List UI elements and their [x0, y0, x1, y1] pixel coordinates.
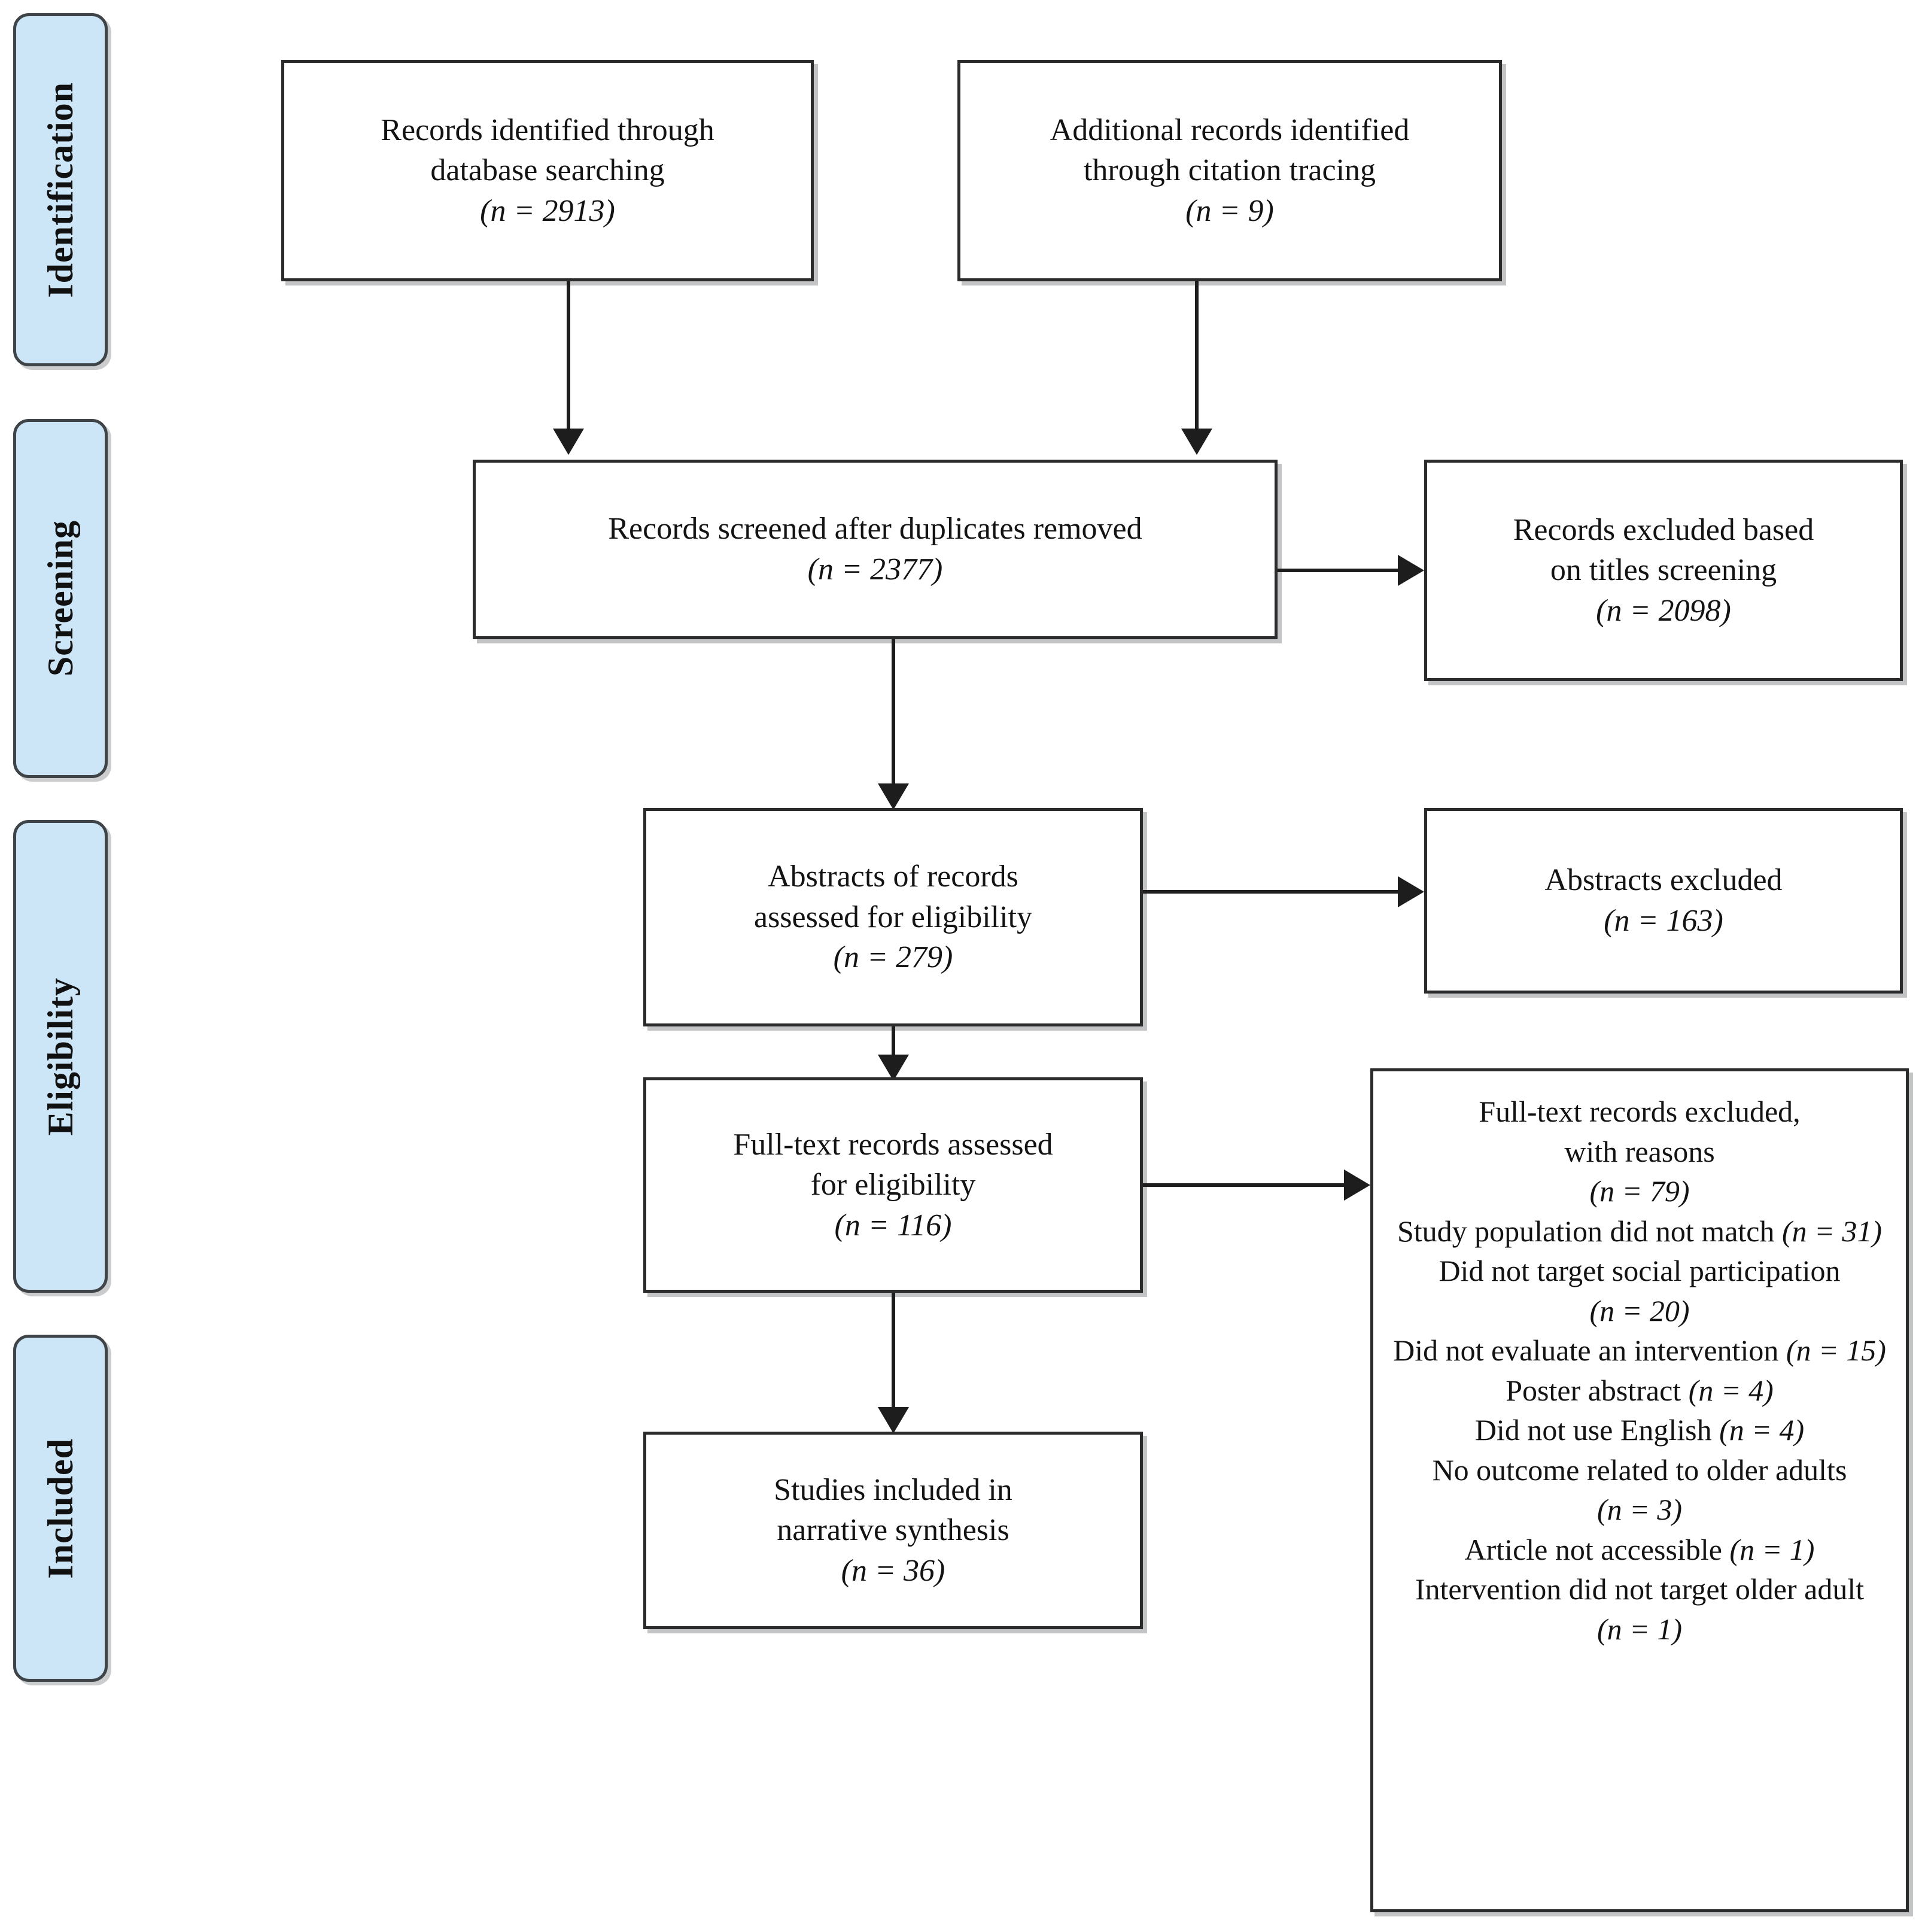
line-1: Records screened after duplicates remove…	[608, 512, 1142, 546]
box-fulltext-excluded-text: Full-text records excluded, with reasons…	[1386, 1092, 1893, 1649]
reason-item: Poster abstract (n = 4)	[1386, 1371, 1893, 1411]
reason-item: Did not use English (n = 4)	[1386, 1410, 1893, 1450]
line-2: assessed for eligibility	[753, 900, 1033, 934]
reason-item: Intervention did not target older adult …	[1386, 1569, 1893, 1649]
box-fulltext-assessed-text: Full-text records assessed for eligibili…	[733, 1125, 1053, 1246]
line-1: Abstracts of records	[768, 859, 1018, 894]
reason-count: (n = 31)	[1781, 1214, 1883, 1248]
box-records-excluded-titles-text: Records excluded based on titles screeni…	[1513, 510, 1814, 631]
reason-item: Did not evaluate an intervention (n = 15…	[1386, 1330, 1893, 1371]
box-abstracts-assessed-text: Abstracts of records assessed for eligib…	[754, 856, 1032, 978]
reason-count: (n = 15)	[1786, 1333, 1886, 1367]
connector-abstracts-to-excluded	[1143, 890, 1400, 894]
count-value: (n = 2913)	[480, 193, 615, 228]
connector-screened-to-excluded-titles	[1278, 569, 1400, 572]
reason-count: (n = 4)	[1719, 1413, 1805, 1447]
box-additional-records-citation: Additional records identified through ci…	[957, 60, 1502, 281]
line-1: Additional records identified	[1050, 113, 1410, 147]
line-2: with reasons	[1564, 1134, 1715, 1168]
reason-text: Study population did not match	[1397, 1214, 1775, 1248]
reason-count: (n = 1)	[1729, 1532, 1815, 1566]
count-value: (n = 163)	[1604, 904, 1723, 938]
line-1: Records identified through	[381, 113, 714, 147]
box-records-screened: Records screened after duplicates remove…	[473, 460, 1278, 639]
line-2: through citation tracing	[1083, 153, 1376, 188]
phase-included: Included	[13, 1335, 108, 1682]
phase-identification-label: Identification	[41, 81, 80, 298]
arrowhead-citation-to-screened	[1181, 429, 1212, 455]
arrowhead-fulltext-to-included	[878, 1407, 909, 1433]
reason-item: Study population did not match (n = 31)	[1386, 1211, 1893, 1251]
line-2: for eligibility	[810, 1168, 976, 1202]
reason-text: Article not accessible	[1464, 1532, 1722, 1566]
phase-screening: Screening	[13, 419, 108, 778]
box-abstracts-excluded-text: Abstracts excluded (n = 163)	[1544, 860, 1782, 941]
phase-screening-label: Screening	[41, 520, 80, 677]
arrowhead-db-to-screened	[553, 429, 584, 455]
line-1: Full-text records assessed	[733, 1127, 1053, 1162]
box-records-excluded-titles: Records excluded based on titles screeni…	[1424, 460, 1903, 681]
reason-count: (n = 4)	[1688, 1373, 1774, 1407]
box-records-screened-text: Records screened after duplicates remove…	[608, 509, 1142, 590]
box-studies-included: Studies included in narrative synthesis …	[643, 1432, 1143, 1629]
line-1: Full-text records excluded,	[1479, 1095, 1801, 1128]
line-1: Studies included in	[774, 1472, 1012, 1507]
reason-item: Did not target social participation (n =…	[1386, 1251, 1893, 1330]
line-2: on titles screening	[1550, 553, 1777, 588]
line-1: Abstracts excluded	[1544, 863, 1783, 898]
count-value: (n = 2098)	[1596, 593, 1731, 628]
connector-citation-to-screened	[1195, 281, 1199, 431]
count-value: (n = 9)	[1185, 193, 1274, 228]
box-fulltext-assessed: Full-text records assessed for eligibili…	[643, 1077, 1143, 1293]
count-value: (n = 79)	[1589, 1174, 1690, 1208]
arrowhead-abstracts-to-excluded	[1398, 876, 1424, 907]
connector-fulltext-to-excluded-reasons	[1143, 1183, 1346, 1187]
reason-count: (n = 20)	[1589, 1293, 1690, 1328]
line-1: Records excluded based	[1513, 512, 1814, 547]
reason-text: No outcome related to older adults	[1432, 1453, 1847, 1487]
box-abstracts-excluded: Abstracts excluded (n = 163)	[1424, 808, 1903, 994]
count-value: (n = 2377)	[807, 552, 943, 587]
reason-text: Intervention did not target older adult	[1415, 1572, 1865, 1606]
count-value: (n = 36)	[841, 1553, 945, 1588]
phase-eligibility-label: Eligibility	[41, 977, 80, 1136]
arrowhead-screened-to-excluded-titles	[1398, 555, 1424, 586]
connector-db-to-screened	[567, 281, 570, 431]
line-2: database searching	[430, 153, 665, 188]
phase-identification: Identification	[13, 13, 108, 366]
box-additional-records-citation-text: Additional records identified through ci…	[1050, 110, 1410, 232]
line-2: narrative synthesis	[777, 1513, 1009, 1548]
reason-text: Did not evaluate an intervention	[1393, 1333, 1779, 1367]
reason-count: (n = 1)	[1596, 1612, 1683, 1646]
phase-eligibility: Eligibility	[13, 820, 108, 1293]
box-records-identified-database: Records identified through database sear…	[281, 60, 814, 281]
box-abstracts-assessed: Abstracts of records assessed for eligib…	[643, 808, 1143, 1026]
reason-text: Did not target social participation	[1439, 1254, 1841, 1287]
box-studies-included-text: Studies included in narrative synthesis …	[774, 1470, 1012, 1591]
count-value: (n = 116)	[834, 1208, 952, 1243]
connector-abstracts-to-fulltext	[892, 1026, 895, 1059]
reason-item: No outcome related to older adults (n = …	[1386, 1450, 1893, 1530]
phase-included-label: Included	[41, 1438, 80, 1579]
box-records-identified-database-text: Records identified through database sear…	[381, 110, 714, 232]
connector-screened-to-abstracts	[892, 639, 895, 786]
arrowhead-abstracts-to-fulltext	[878, 1055, 909, 1081]
connector-fulltext-to-included	[892, 1293, 895, 1409]
arrowhead-screened-to-abstracts	[878, 783, 909, 810]
box-fulltext-excluded-with-reasons: Full-text records excluded, with reasons…	[1370, 1068, 1909, 1912]
reason-count: (n = 3)	[1596, 1493, 1683, 1526]
arrowhead-fulltext-to-excluded-reasons	[1344, 1169, 1370, 1201]
reason-text: Poster abstract	[1506, 1373, 1681, 1407]
reason-item: Article not accessible (n = 1)	[1386, 1530, 1893, 1570]
count-value: (n = 279)	[833, 940, 953, 975]
reason-text: Did not use English	[1474, 1413, 1712, 1447]
